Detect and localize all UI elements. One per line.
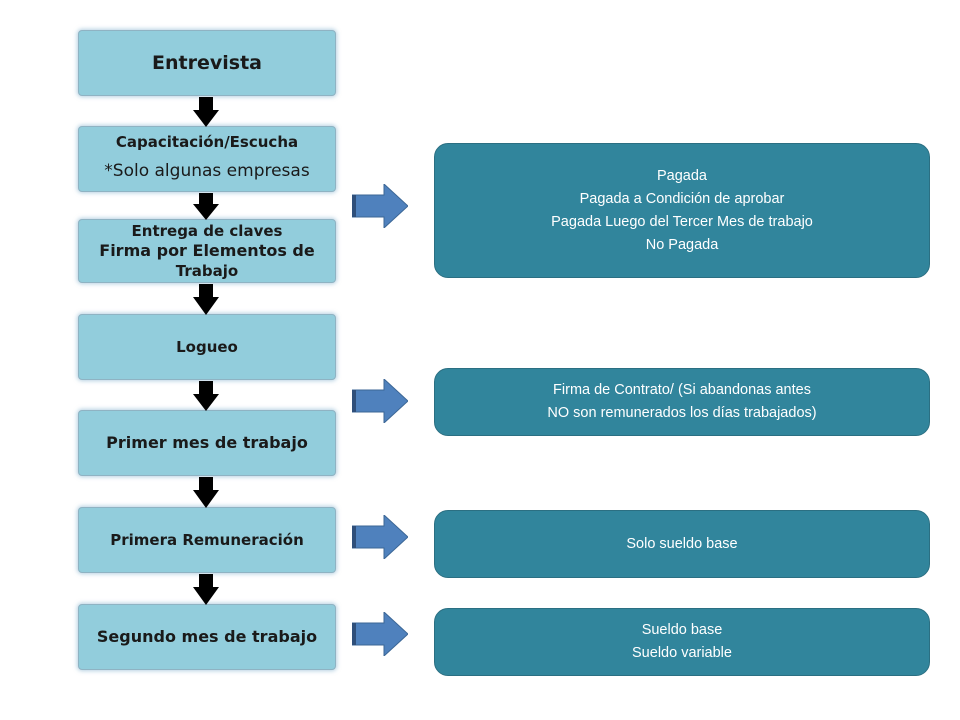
down-arrow-icon bbox=[193, 477, 219, 508]
right-arrow-icon bbox=[352, 515, 408, 559]
step-capacitacion: Capacitación/Escucha *Solo algunas empre… bbox=[78, 126, 336, 192]
right-arrow-icon bbox=[352, 379, 408, 423]
note-line: Pagada bbox=[657, 167, 707, 184]
note-sueldo-variable: Sueldo base Sueldo variable bbox=[434, 608, 930, 676]
note-line: Sueldo base bbox=[641, 622, 723, 638]
note-pago-capacitacion: Pagada Pagada a Condición de aprobar Pag… bbox=[434, 143, 930, 278]
step-entrega-claves: Entrega de claves Firma por Elementos de… bbox=[78, 219, 336, 283]
step-label: Capacitación/Escucha bbox=[115, 133, 299, 151]
step-logueo: Logueo bbox=[78, 314, 336, 380]
note-line: No Pagada bbox=[645, 236, 719, 253]
note-sueldo-base: Solo sueldo base bbox=[434, 510, 930, 578]
step-primer-mes: Primer mes de trabajo bbox=[78, 410, 336, 476]
note-line: Solo sueldo base bbox=[626, 535, 738, 552]
note-line: NO son remunerados los días trabajados) bbox=[547, 405, 817, 421]
step-primera-remuneracion: Primera Remuneración bbox=[78, 507, 336, 573]
step-label: Primer mes de trabajo bbox=[106, 433, 308, 452]
down-arrow-icon bbox=[193, 574, 219, 605]
step-label-note: *Solo algunas empresas bbox=[104, 161, 310, 181]
note-line: Pagada a Condición de aprobar bbox=[579, 190, 785, 207]
note-line: Firma de Contrato/ (Si abandonas antes bbox=[553, 382, 811, 398]
down-arrow-icon bbox=[193, 284, 219, 315]
note-firma-contrato: Firma de Contrato/ (Si abandonas antes N… bbox=[434, 368, 930, 436]
down-arrow-icon bbox=[193, 381, 219, 411]
right-arrow-icon bbox=[352, 612, 408, 656]
down-arrow-icon bbox=[193, 193, 219, 220]
step-label: Entrevista bbox=[152, 52, 262, 74]
step-label: Entrega de claves bbox=[131, 222, 283, 240]
note-line: Sueldo variable bbox=[632, 645, 732, 661]
step-label: Firma por Elementos de bbox=[99, 241, 315, 260]
step-label: Logueo bbox=[176, 338, 238, 356]
step-entrevista: Entrevista bbox=[78, 30, 336, 96]
down-arrow-icon bbox=[193, 97, 219, 127]
step-label: Primera Remuneración bbox=[110, 531, 304, 549]
step-label: Segundo mes de trabajo bbox=[96, 627, 318, 646]
right-arrow-icon bbox=[352, 184, 408, 228]
step-segundo-mes: Segundo mes de trabajo bbox=[78, 604, 336, 670]
note-line: Pagada Luego del Tercer Mes de trabajo bbox=[551, 213, 813, 230]
step-label: Trabajo bbox=[175, 262, 239, 280]
